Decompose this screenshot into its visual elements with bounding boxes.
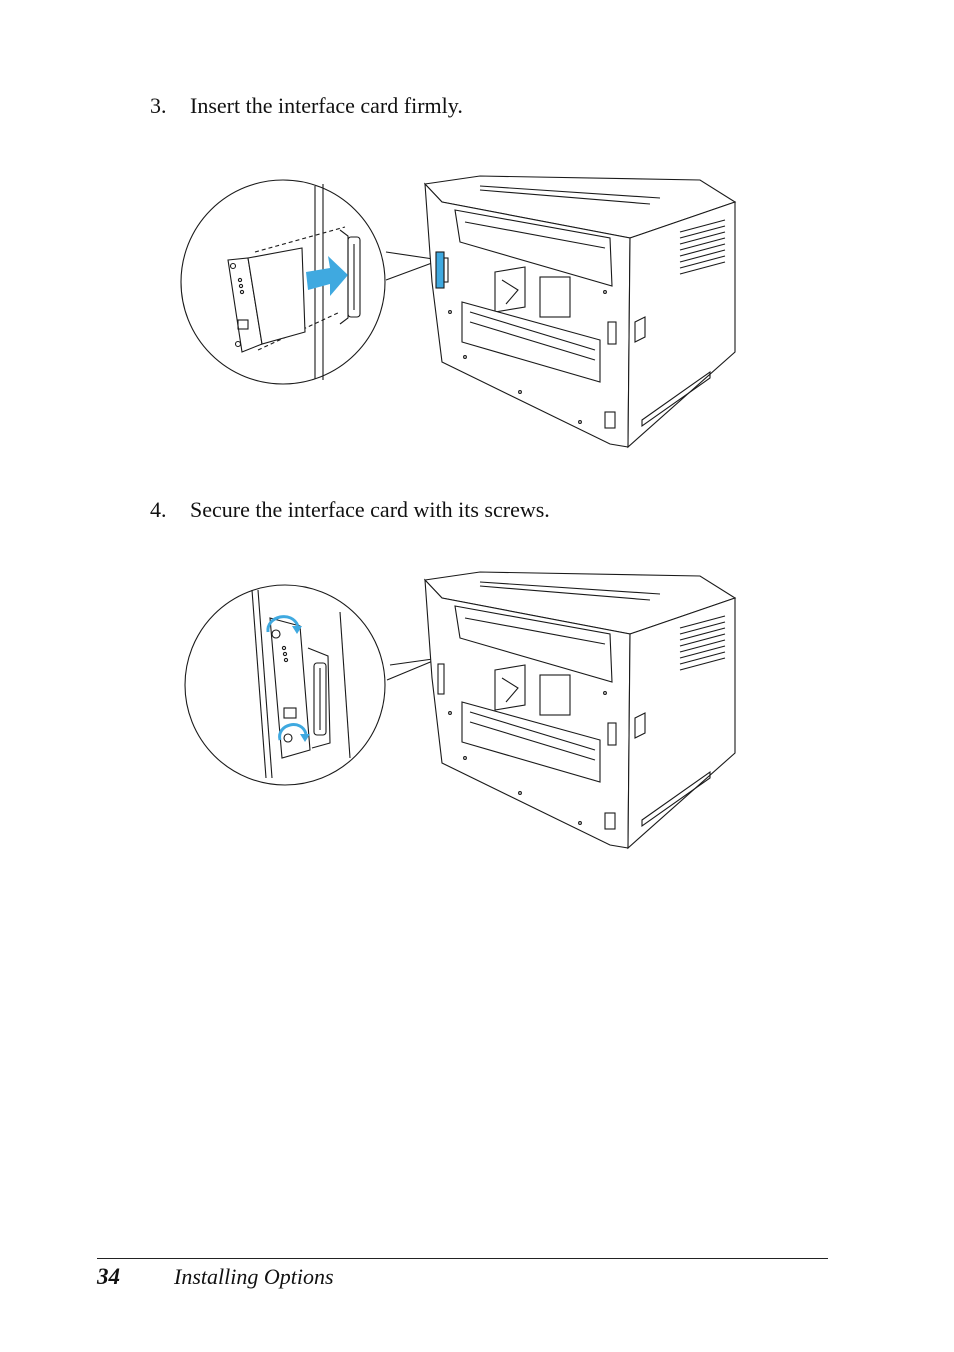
step-number: 3. (150, 93, 167, 118)
screw-tighten-arrow-icon (278, 723, 308, 741)
section-title: Installing Options (174, 1264, 334, 1289)
magnified-detail (184, 584, 386, 786)
printer-rear-view (423, 571, 737, 850)
step-number: 4. (150, 497, 167, 522)
insert-arrow-icon (306, 256, 348, 296)
step-3-instruction: 3. Insert the interface card firmly. (150, 93, 463, 119)
step-4-instruction: 4. Secure the interface card with its scr… (150, 497, 550, 523)
figure-insert-card (180, 172, 750, 452)
printer-rear-view (423, 175, 737, 449)
magnified-detail (180, 179, 386, 385)
page-number: 34 (97, 1264, 120, 1289)
step-text: Secure the interface card with its screw… (190, 497, 550, 522)
screw-tighten-arrow-icon (266, 615, 300, 633)
step-text: Insert the interface card firmly. (190, 93, 463, 118)
figure-secure-screws (180, 568, 750, 853)
footer-divider (97, 1258, 828, 1259)
